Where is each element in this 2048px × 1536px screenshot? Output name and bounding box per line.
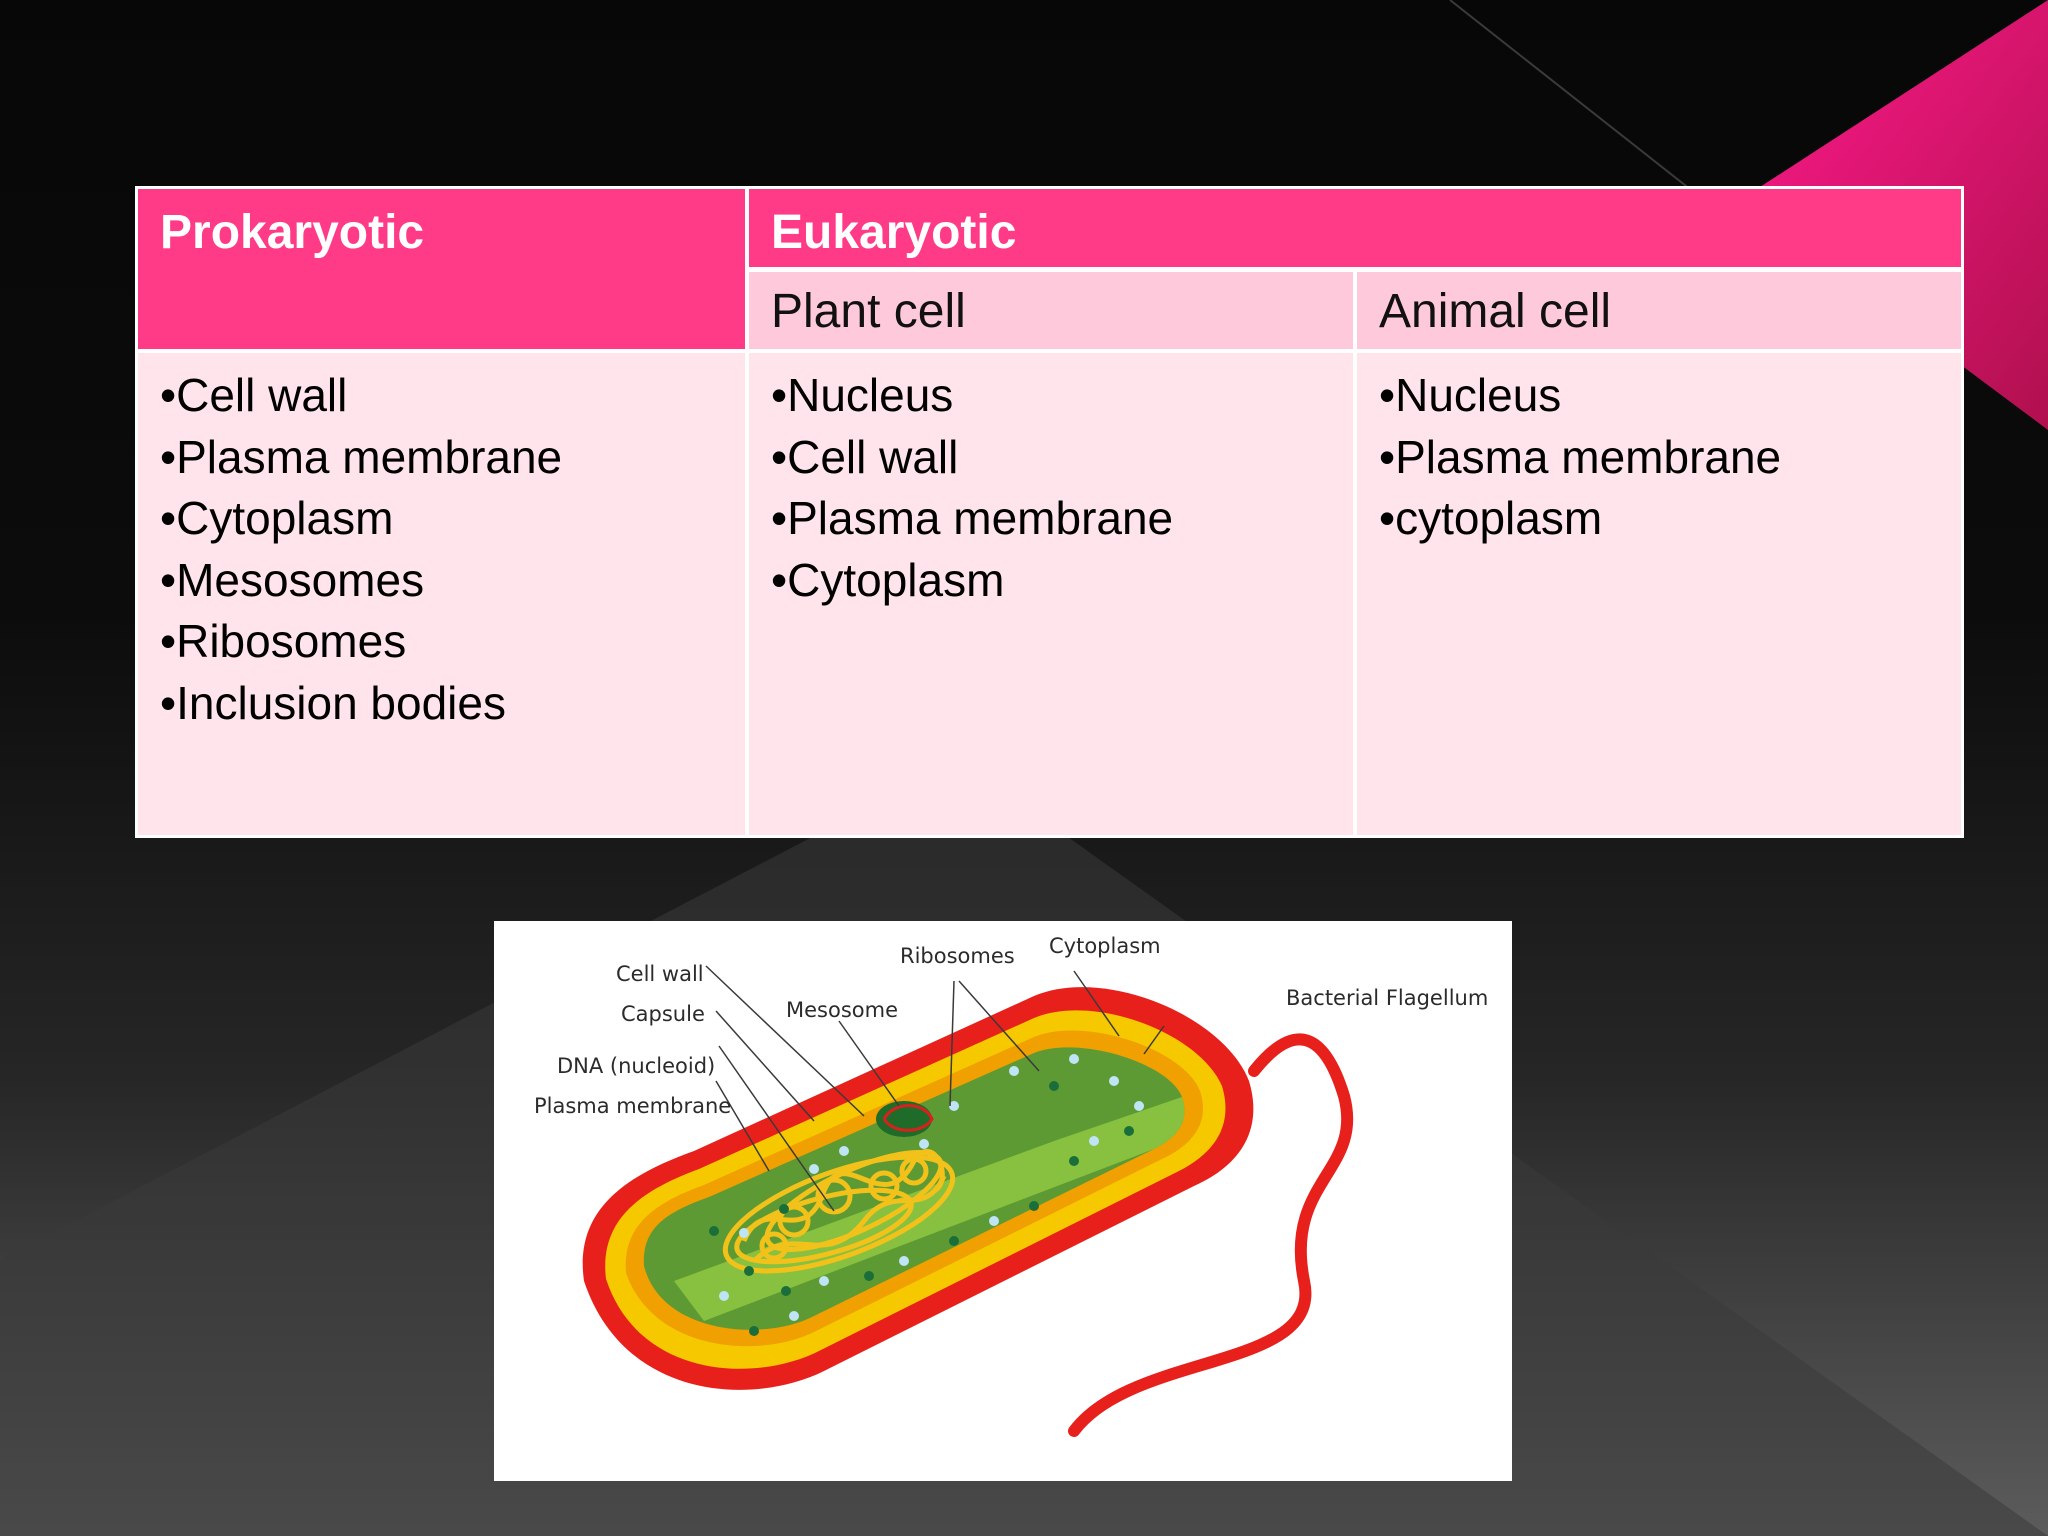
label-bacterial-flagellum: Bacterial Flagellum	[1286, 986, 1488, 1010]
label-cell-wall: Cell wall	[616, 962, 704, 986]
plant-cell-header: Plant cell	[771, 285, 966, 338]
list-item: •Cytoplasm	[771, 553, 1005, 606]
bacterium-illustration: Cell wall Capsule DNA (nucleoid) Plasma …	[534, 934, 1488, 1437]
list-item: •cytoplasm	[1379, 492, 1603, 544]
list-item: •Mesosomes	[160, 553, 425, 606]
plant-body-cell: •Nucleus •Cell wall •Plasma membrane •Cy…	[749, 353, 1353, 835]
label-cytoplasm: Cytoplasm	[1049, 934, 1161, 958]
list-item: •Inclusion bodies	[160, 676, 506, 729]
animal-cell-header: Animal cell	[1379, 285, 1612, 338]
list-item: •Plasma membrane	[771, 492, 1174, 544]
prokaryotic-header-cell: Prokaryotic	[138, 189, 745, 349]
prokaryotic-list: •Cell wall •Plasma membrane •Cytoplasm •…	[138, 353, 745, 734]
label-capsule: Capsule	[621, 1002, 705, 1026]
list-item: •Cell wall	[160, 369, 348, 421]
ribosome-dots	[709, 1054, 1144, 1336]
list-item: •Cell wall	[771, 430, 959, 483]
cytoplasm-light-shape	[674, 1097, 1185, 1321]
flagellum-shape	[1068, 1033, 1354, 1437]
mesosome-shape	[876, 1101, 934, 1137]
prokaryotic-header: Prokaryotic	[160, 206, 425, 259]
list-item: •Nucleus	[771, 369, 954, 421]
animal-body-cell: •Nucleus •Plasma membrane •cytoplasm	[1357, 353, 1961, 835]
bacterial-cell-diagram: Cell wall Capsule DNA (nucleoid) Plasma …	[494, 921, 1512, 1481]
dna-nucleoid-shape	[722, 1149, 956, 1274]
label-plasma-membrane: Plasma membrane	[534, 1094, 731, 1118]
list-item: •Plasma membrane	[160, 430, 563, 483]
list-item: •Plasma membrane	[1379, 430, 1782, 483]
label-mesosome: Mesosome	[786, 998, 898, 1022]
label-ribosomes: Ribosomes	[900, 944, 1015, 968]
list-item: •Nucleus	[1379, 369, 1562, 421]
label-dna-nucleoid: DNA (nucleoid)	[557, 1054, 715, 1078]
eukaryotic-header-cell: Eukaryotic	[749, 189, 1961, 267]
plant-cell-header-cell: Plant cell	[749, 272, 1353, 349]
plant-list: •Nucleus •Cell wall •Plasma membrane •Cy…	[749, 353, 1353, 611]
eukaryotic-header: Eukaryotic	[771, 206, 1017, 259]
animal-cell-header-cell: Animal cell	[1357, 272, 1961, 349]
list-item: •Ribosomes	[160, 615, 407, 667]
prokaryotic-body-cell: •Cell wall •Plasma membrane •Cytoplasm •…	[138, 353, 745, 835]
animal-list: •Nucleus •Plasma membrane •cytoplasm	[1357, 353, 1961, 550]
cell-comparison-table: Prokaryotic Eukaryotic Plant cell Animal…	[135, 186, 1964, 838]
list-item: •Cytoplasm	[160, 492, 394, 544]
leader-lines	[705, 965, 1165, 1212]
